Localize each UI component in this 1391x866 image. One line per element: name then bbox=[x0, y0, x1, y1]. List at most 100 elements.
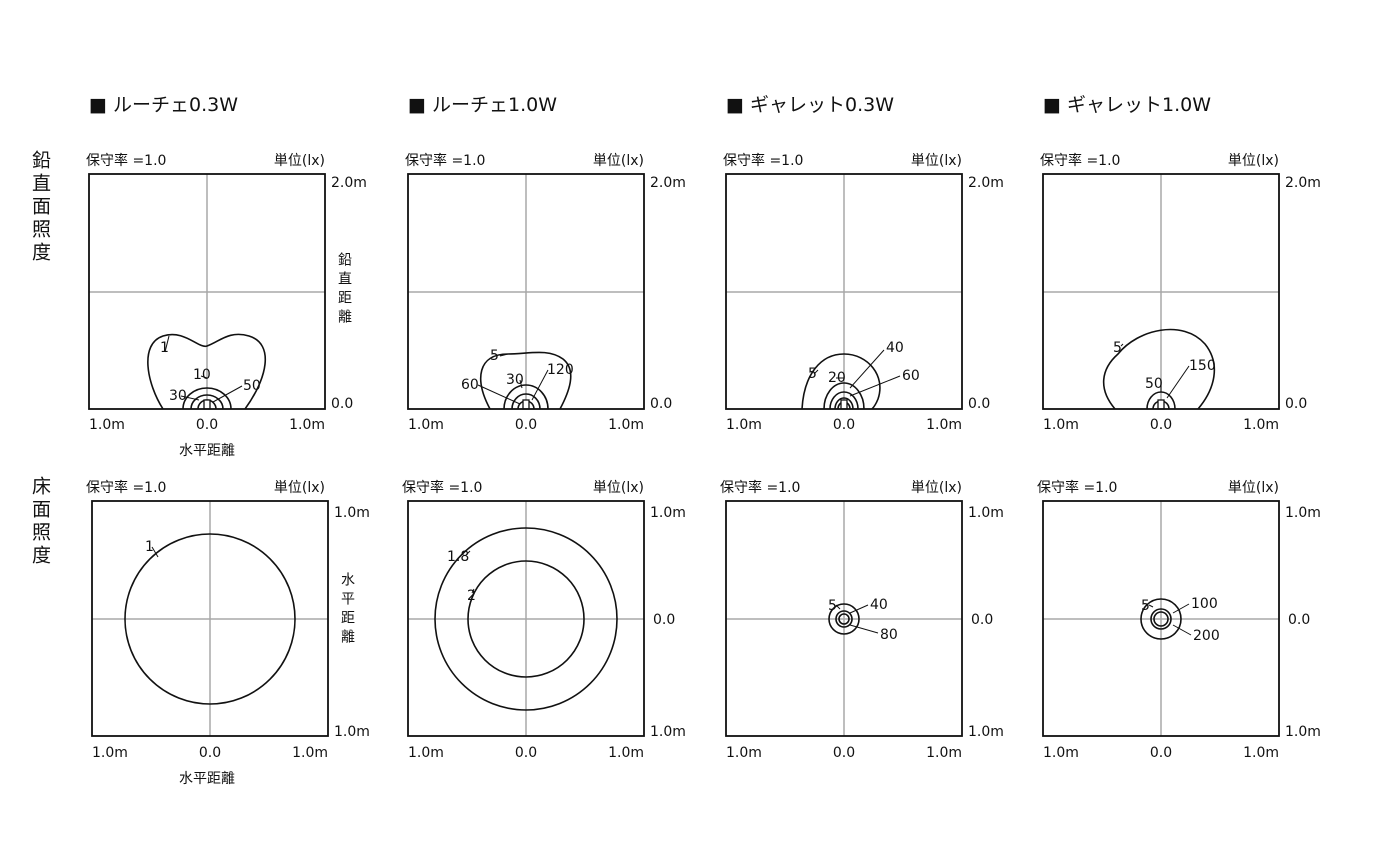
axis-label-right: 1.0m bbox=[608, 417, 644, 433]
maintenance-factor-label: 保守率 =1.0 bbox=[86, 152, 166, 169]
contour-value-label: 200 bbox=[1193, 628, 1220, 644]
isolux-circle bbox=[467, 560, 585, 678]
axis-label-center: 0.0 bbox=[1150, 745, 1172, 761]
isolux-contour bbox=[190, 394, 224, 410]
maintenance-factor-label: 保守率 =1.0 bbox=[1040, 152, 1120, 169]
contour-value-label: 30 bbox=[506, 372, 524, 388]
maintenance-factor-label: 保守率 =1.0 bbox=[86, 479, 166, 496]
light-source-marker bbox=[1157, 399, 1165, 410]
isolux-contour bbox=[182, 387, 232, 410]
isolux-circle bbox=[838, 613, 850, 625]
contour-value-label: 120 bbox=[547, 362, 574, 378]
label-leader-line bbox=[471, 588, 475, 594]
axis-label-left: 1.0m bbox=[92, 745, 128, 761]
axis-label-left: 1.0m bbox=[1043, 745, 1079, 761]
fixture-title: ■ ギャレット0.3W bbox=[726, 94, 894, 116]
axis-label-center: 0.0 bbox=[833, 417, 855, 433]
isolux-contour bbox=[829, 391, 859, 410]
isolux-circle bbox=[1150, 608, 1172, 630]
axis-label-bottom: 1.0m bbox=[650, 724, 686, 740]
label-leader-line bbox=[164, 335, 170, 353]
label-leader-line bbox=[519, 379, 523, 389]
contour-value-label: 50 bbox=[1145, 376, 1163, 392]
axis-label-left: 1.0m bbox=[726, 745, 762, 761]
isolux-circle bbox=[835, 610, 853, 628]
axis-label-2m: 2.0m bbox=[1285, 175, 1321, 191]
label-leader-line bbox=[835, 604, 841, 610]
unit-label: 単位(lx) bbox=[593, 153, 644, 169]
contour-value-label: 5 bbox=[1141, 598, 1150, 614]
panel-frame bbox=[725, 173, 963, 410]
label-leader-line bbox=[849, 349, 885, 389]
contour-value-label: 10 bbox=[193, 367, 211, 383]
label-leader-line bbox=[212, 385, 243, 403]
isolux-circle bbox=[828, 603, 860, 635]
axis-name-horizontal-distance: 水平距離 bbox=[179, 770, 235, 787]
label-leader-line bbox=[531, 369, 549, 401]
fixture-column: ■ ギャレット1.0W 保守率 =1.0 単位(lx) 5 50 150 2.0m 0.0 1.… bbox=[1037, 94, 1321, 761]
label-leader-line bbox=[849, 604, 869, 614]
axis-label-middle: 0.0 bbox=[971, 612, 993, 628]
panel-frame bbox=[1042, 173, 1280, 410]
axis-label-left: 1.0m bbox=[408, 417, 444, 433]
contour-value-label: 1.8 bbox=[447, 549, 469, 565]
axis-label-top: 1.0m bbox=[334, 505, 370, 521]
contour-value-label: 2 bbox=[467, 588, 476, 604]
axis-label-right: 1.0m bbox=[926, 745, 962, 761]
contour-value-label: 150 bbox=[1189, 358, 1216, 374]
label-leader-line bbox=[813, 369, 819, 375]
label-leader-line bbox=[849, 624, 879, 634]
label-leader-line bbox=[1148, 604, 1154, 608]
axis-label-top: 1.0m bbox=[650, 505, 686, 521]
unit-label: 単位(lx) bbox=[911, 153, 962, 169]
maintenance-factor-label: 保守率 =1.0 bbox=[723, 152, 803, 169]
unit-label: 単位(lx) bbox=[274, 153, 325, 169]
contour-value-label: 80 bbox=[880, 627, 898, 643]
axis-label-center: 0.0 bbox=[515, 417, 537, 433]
unit-label: 単位(lx) bbox=[1228, 480, 1279, 496]
axis-label-right: 1.0m bbox=[1243, 745, 1279, 761]
row-label-vertical-illuminance: 鉛直面照度 bbox=[29, 150, 51, 265]
panel-frame bbox=[407, 500, 645, 737]
axis-name-horizontal-distance-vertical: 水平距離 bbox=[339, 572, 355, 648]
isolux-circle bbox=[1153, 611, 1169, 627]
axis-label-2m: 2.0m bbox=[650, 175, 686, 191]
panel-frame bbox=[88, 173, 326, 410]
label-leader-line bbox=[849, 375, 901, 397]
axis-label-left: 1.0m bbox=[408, 745, 444, 761]
contour-value-label: 5 bbox=[1113, 340, 1122, 356]
isolux-contour bbox=[503, 384, 549, 410]
contour-value-label: 50 bbox=[243, 378, 261, 394]
label-leader-line bbox=[477, 384, 521, 405]
isolux-circle bbox=[124, 533, 296, 705]
axis-label-center: 0.0 bbox=[1150, 417, 1172, 433]
axis-label-left: 1.0m bbox=[1043, 417, 1079, 433]
axis-label-zero: 0.0 bbox=[968, 396, 990, 412]
isolux-contour bbox=[147, 333, 267, 410]
label-leader-line bbox=[151, 546, 159, 558]
axis-label-middle: 0.0 bbox=[1288, 612, 1310, 628]
axis-label-middle: 0.0 bbox=[653, 612, 675, 628]
light-source-marker bbox=[840, 399, 848, 410]
label-leader-line bbox=[1166, 365, 1190, 399]
label-leader-line bbox=[180, 395, 200, 401]
isolux-contour bbox=[1102, 328, 1216, 410]
axis-label-right: 1.0m bbox=[292, 745, 328, 761]
light-source-marker bbox=[522, 399, 530, 410]
axis-label-top: 1.0m bbox=[968, 505, 1004, 521]
panel-frame bbox=[1042, 500, 1280, 737]
isolux-contour bbox=[823, 382, 865, 410]
fixture-title: ■ ルーチェ0.3W bbox=[89, 94, 238, 116]
isolux-circle bbox=[1140, 598, 1182, 640]
axis-label-top: 1.0m bbox=[1285, 505, 1321, 521]
axis-label-right: 1.0m bbox=[1243, 417, 1279, 433]
fixture-title: ■ ギャレット1.0W bbox=[1043, 94, 1211, 116]
label-leader-line bbox=[465, 550, 471, 556]
axis-label-bottom: 1.0m bbox=[1285, 724, 1321, 740]
